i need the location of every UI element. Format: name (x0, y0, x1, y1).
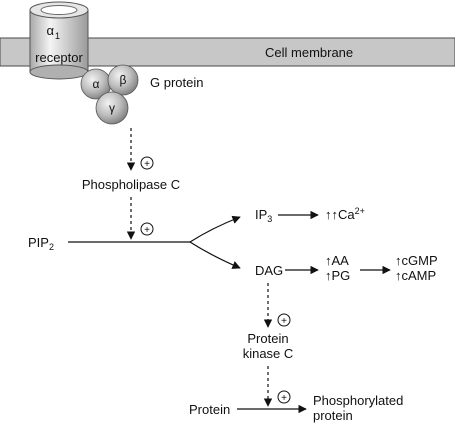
calcium-label: ↑↑Ca2+ (325, 206, 365, 222)
pkc-line1: Protein (247, 331, 288, 346)
g-protein-label: G protein (150, 75, 203, 90)
svg-text:+: + (281, 393, 287, 404)
pkc-line2: kinase C (243, 346, 294, 361)
plus-badge-2: + (140, 222, 154, 236)
aa-label: ↑AA (325, 253, 349, 268)
receptor-symbol: α (46, 23, 54, 38)
ip3-label: IP3 (255, 207, 272, 224)
svg-text:+: + (281, 316, 287, 327)
g-protein: α β γ (80, 64, 139, 125)
plus-badge-1: + (140, 156, 154, 170)
receptor-label: receptor (35, 50, 83, 65)
fork-to-dag (189, 241, 241, 269)
alpha1-receptor: α 1 receptor (29, 1, 89, 80)
phospho-line2: protein (313, 408, 353, 423)
dag-label: DAG (255, 263, 283, 278)
protein-label: Protein (189, 402, 230, 417)
plus-badge-3: + (277, 313, 291, 327)
pg-label: ↑PG (325, 268, 350, 283)
svg-text:+: + (144, 225, 150, 236)
fork-to-ip3 (189, 215, 241, 243)
svg-text:+: + (144, 159, 150, 170)
g-gamma-label: γ (109, 101, 115, 115)
plus-badge-4: + (277, 390, 291, 404)
camp-label: ↑cAMP (395, 268, 436, 283)
g-beta-sphere (107, 64, 139, 96)
cell-membrane-label: Cell membrane (265, 45, 353, 60)
g-alpha-label: α (93, 77, 100, 91)
g-beta-label: β (120, 73, 127, 87)
phospholipase-c-label: Phospholipase C (82, 177, 180, 192)
receptor-subscript: 1 (55, 31, 60, 41)
pip2-label: PIP2 (28, 235, 54, 252)
phospho-line1: Phosphorylated (313, 393, 403, 408)
cgmp-label: ↑cGMP (395, 253, 438, 268)
g-gamma-sphere (95, 91, 129, 125)
